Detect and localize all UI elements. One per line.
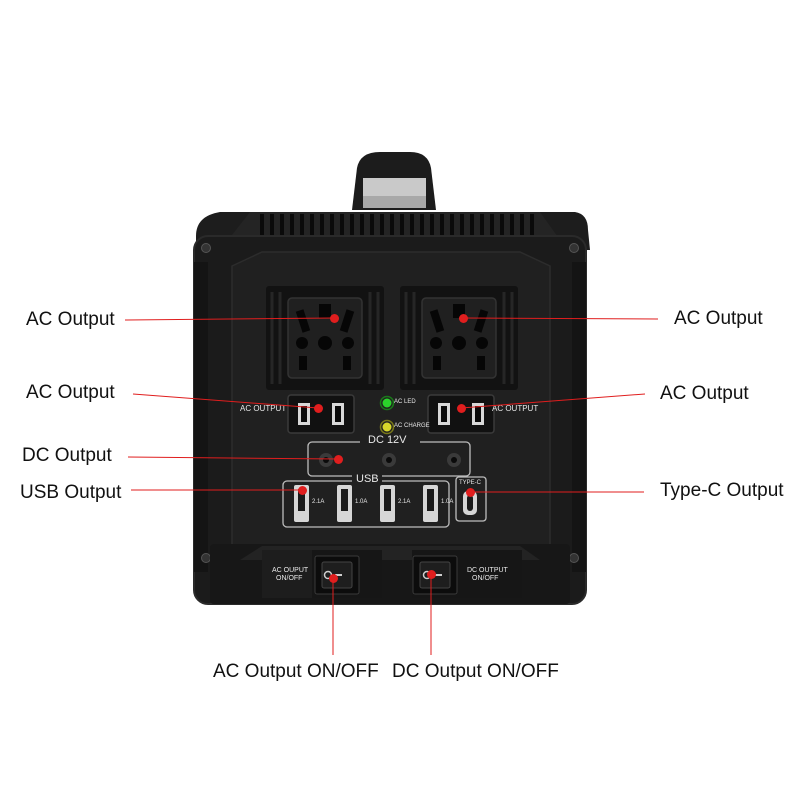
callout-dc-onoff: DC Output ON/OFF xyxy=(392,661,559,682)
marker-ac-socket-left xyxy=(329,313,339,323)
usb-label: USB xyxy=(356,473,379,485)
marker-ac-small-left xyxy=(313,403,323,413)
dc-switch-label-1: DC OUTPUT xyxy=(467,567,508,574)
ac-switch-label-1: AC OUPUT xyxy=(272,567,309,574)
ac-output-label-left: AC OUTPUT xyxy=(240,404,287,413)
marker-ac-small-right xyxy=(456,403,466,413)
callout-ac-onoff: AC Output ON/OFF xyxy=(213,661,379,682)
marker-type-c-output xyxy=(465,487,475,497)
usb-rating-3: 2.1A xyxy=(398,499,411,505)
callout-ac-output-1: AC Output xyxy=(26,309,115,330)
marker-ac-onoff xyxy=(328,573,338,583)
ac-led-label: AC LED xyxy=(394,399,416,405)
marker-ac-socket-right xyxy=(458,313,468,323)
ac-output-label-right: AC OUTPUT xyxy=(492,404,539,413)
marker-dc-onoff xyxy=(426,569,436,579)
ac-switch-label-2: ON/OFF xyxy=(276,575,303,582)
leader-dc-output xyxy=(127,456,339,460)
type-c-label: TYPE-C xyxy=(459,480,482,486)
leader-ac-output-3 xyxy=(132,393,319,409)
ac-charge-led-indicator xyxy=(379,419,395,435)
usb-rating-1: 2.1A xyxy=(312,499,325,505)
usb-panel xyxy=(282,475,450,528)
leader-ac-output-2 xyxy=(462,317,659,320)
ac-small-outlet-right xyxy=(427,394,495,434)
ac-small-outlet-left xyxy=(287,394,355,434)
callout-ac-output-4: AC Output xyxy=(660,383,749,404)
callout-ac-output-2: AC Output xyxy=(674,308,763,329)
leader-ac-output-4 xyxy=(460,393,646,409)
usb-rating-2: 1.0A xyxy=(355,499,368,505)
callout-type-c-output: Type-C Output xyxy=(660,480,784,501)
marker-usb-output xyxy=(297,485,307,495)
leader-ac-output-1 xyxy=(124,317,335,321)
callout-usb-output: USB Output xyxy=(20,482,122,503)
carry-handle xyxy=(352,152,436,210)
callout-dc-output: DC Output xyxy=(22,445,112,466)
ac-charge-label: AC CHARGE xyxy=(394,423,430,429)
callout-ac-output-3: AC Output xyxy=(26,382,115,403)
dc-switch-label-2: ON/OFF xyxy=(472,575,499,582)
type-c-panel xyxy=(455,476,487,522)
ac-led-indicator xyxy=(379,395,395,411)
dc-12v-label: DC 12V xyxy=(368,434,407,446)
usb-rating-4: 1.0A xyxy=(441,499,454,505)
marker-dc-output xyxy=(333,454,343,464)
